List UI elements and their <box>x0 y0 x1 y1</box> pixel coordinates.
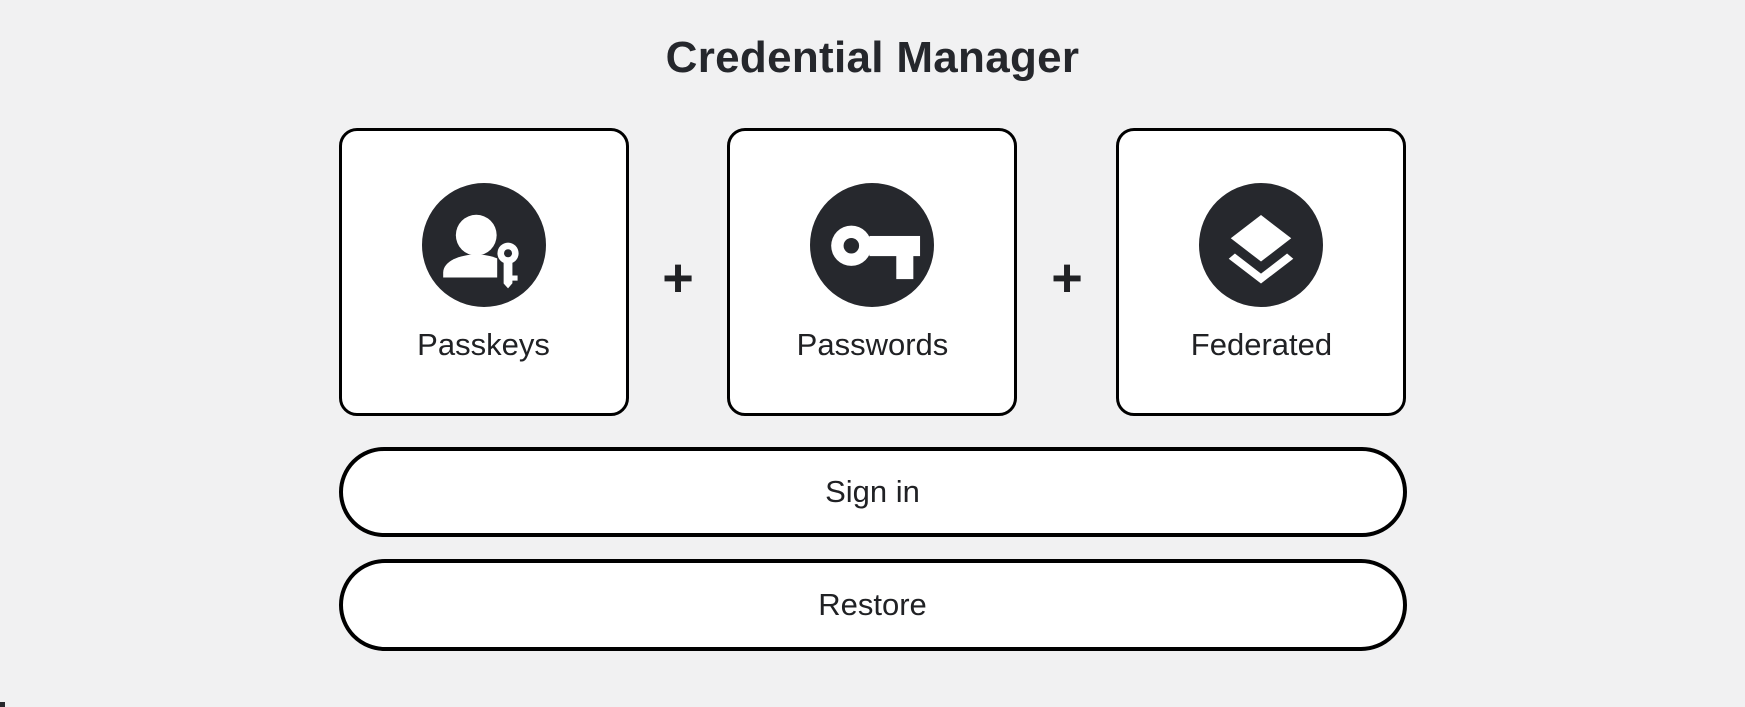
credential-types-row: Passkeys + Passwords + <box>338 127 1407 416</box>
plus-icon: + <box>662 247 694 308</box>
federated-label: Federated <box>1190 326 1333 362</box>
passkey-icon <box>421 182 546 307</box>
plus-icon: + <box>1051 247 1083 308</box>
restore-button[interactable]: Restore <box>338 558 1407 651</box>
passkeys-label: Passkeys <box>417 326 550 362</box>
screen-corner-artifact <box>0 702 5 707</box>
layers-icon <box>1199 182 1324 307</box>
passwords-label: Passwords <box>796 326 949 362</box>
sign-in-button[interactable]: Sign in <box>338 446 1407 537</box>
passkeys-card: Passkeys <box>338 127 629 416</box>
main-content: Passkeys + Passwords + <box>338 127 1407 651</box>
federated-card: Federated <box>1116 127 1407 416</box>
page-title: Credential Manager <box>665 33 1080 82</box>
key-icon <box>810 182 935 307</box>
passwords-card: Passwords <box>727 127 1018 416</box>
credential-manager-screen: Credential Manager Passkeys + <box>0 33 1407 707</box>
